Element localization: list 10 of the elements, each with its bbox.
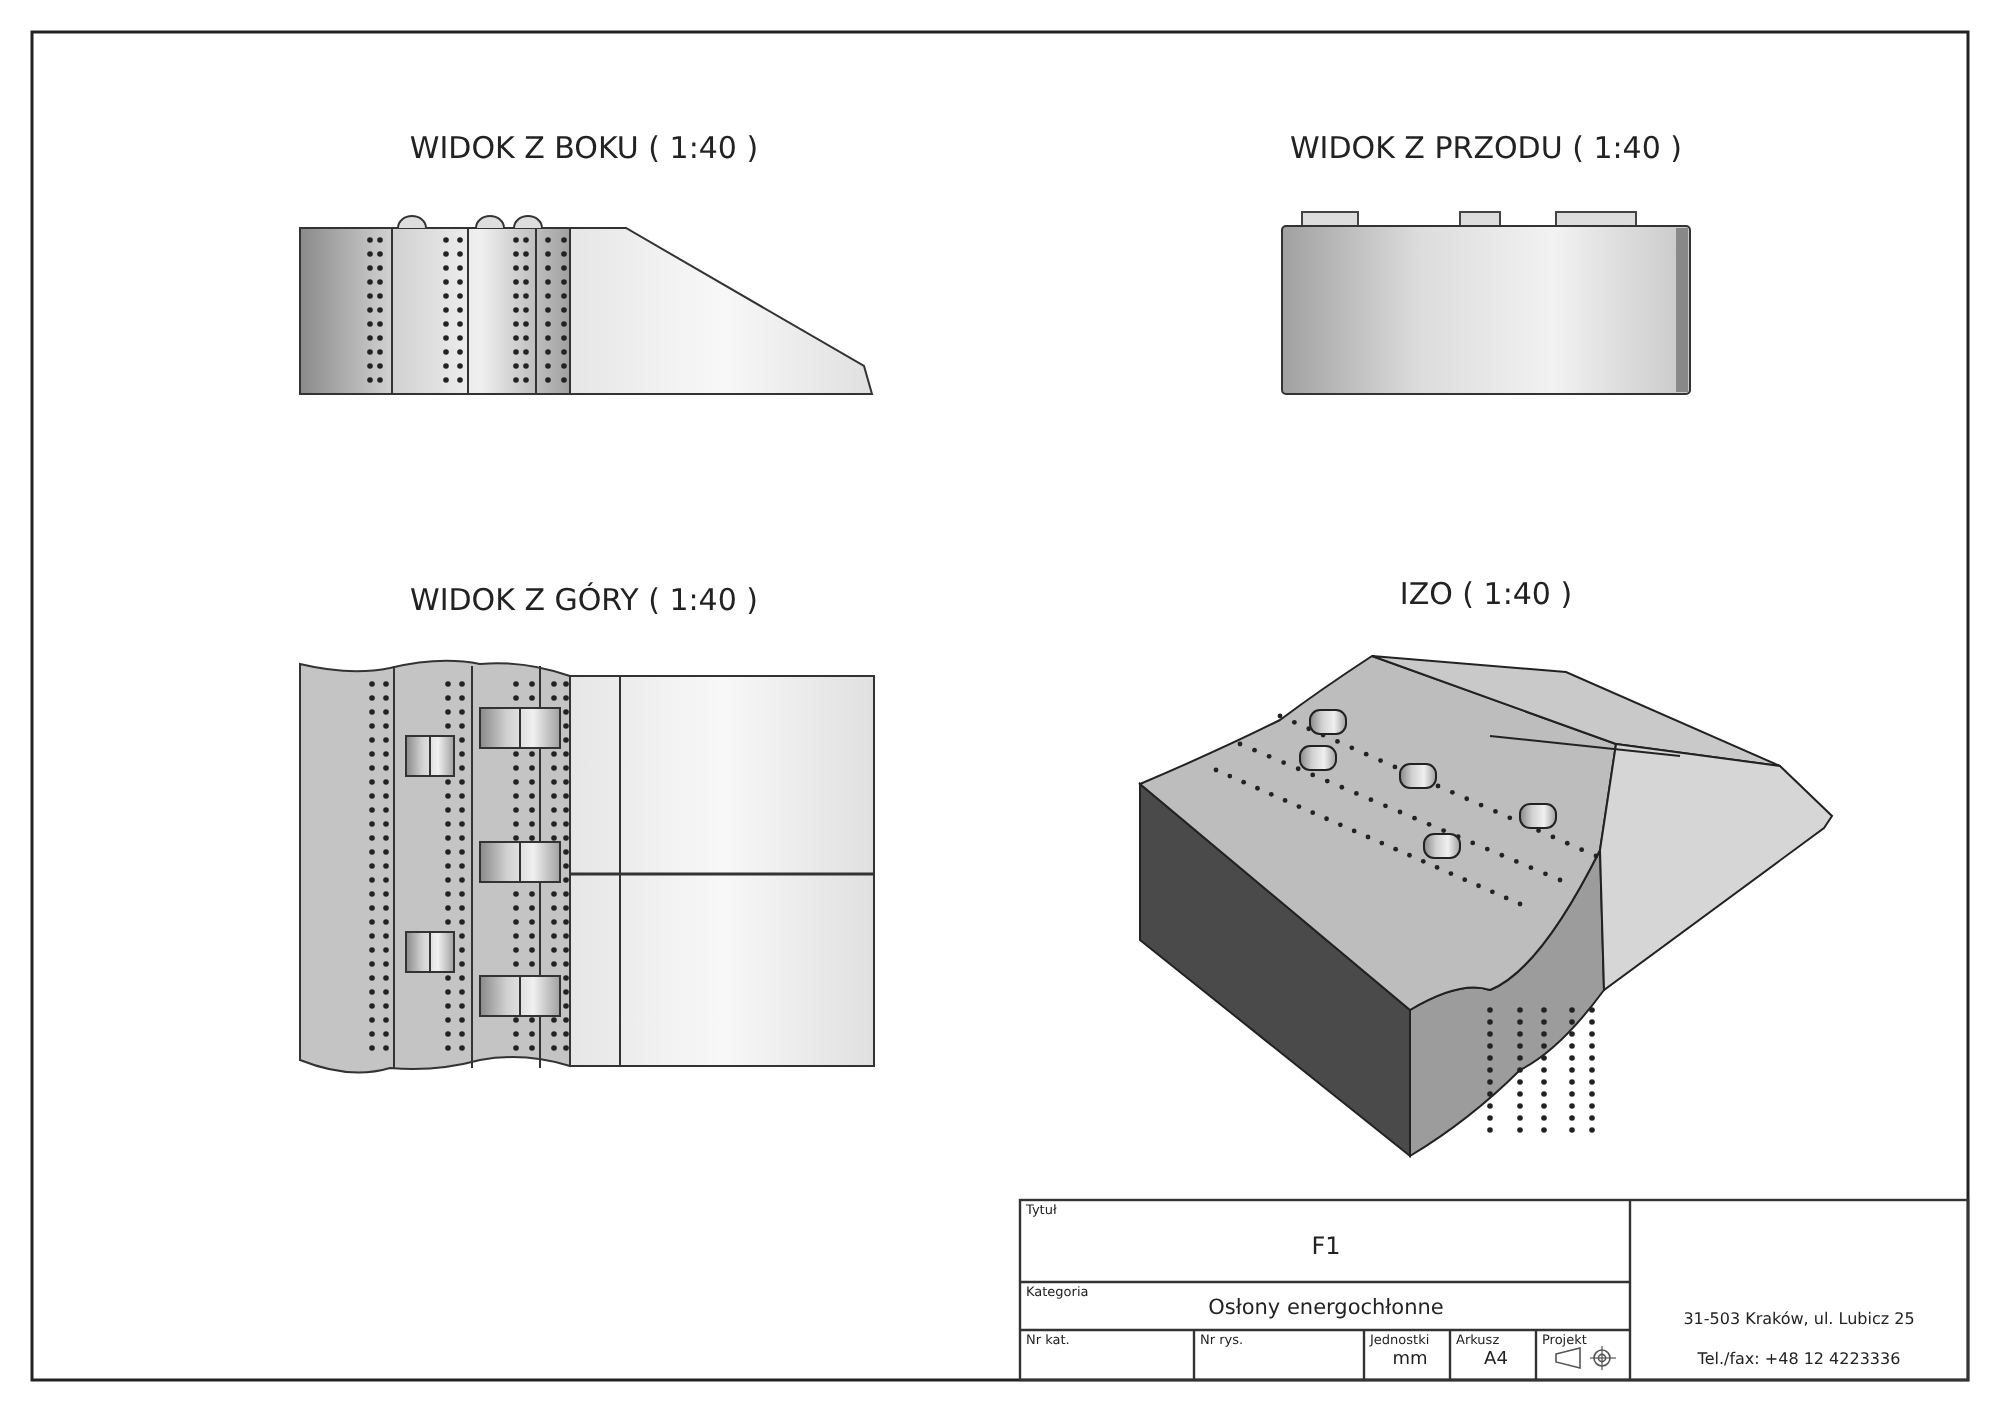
view-title: WIDOK Z GÓRY ( 1:40 ) [407,584,760,617]
view-title: WIDOK Z PRZODU ( 1:40 ) [1287,132,1685,165]
phone-text: Tel./fax: +48 12 4223336 [1695,1352,1903,1370]
units-value: mm [1390,1352,1430,1372]
sheet-size-value: A4 [1482,1352,1510,1372]
address-text: 31-503 Kraków, ul. Lubicz 25 [1681,1312,1917,1330]
view-title: WIDOK Z BOKU ( 1:40 ) [407,132,761,165]
drawing-title: F1 [1309,1234,1343,1261]
category-value: Osłony energochłonne [1206,1298,1446,1322]
view-title: IZO ( 1:40 ) [1397,578,1575,611]
